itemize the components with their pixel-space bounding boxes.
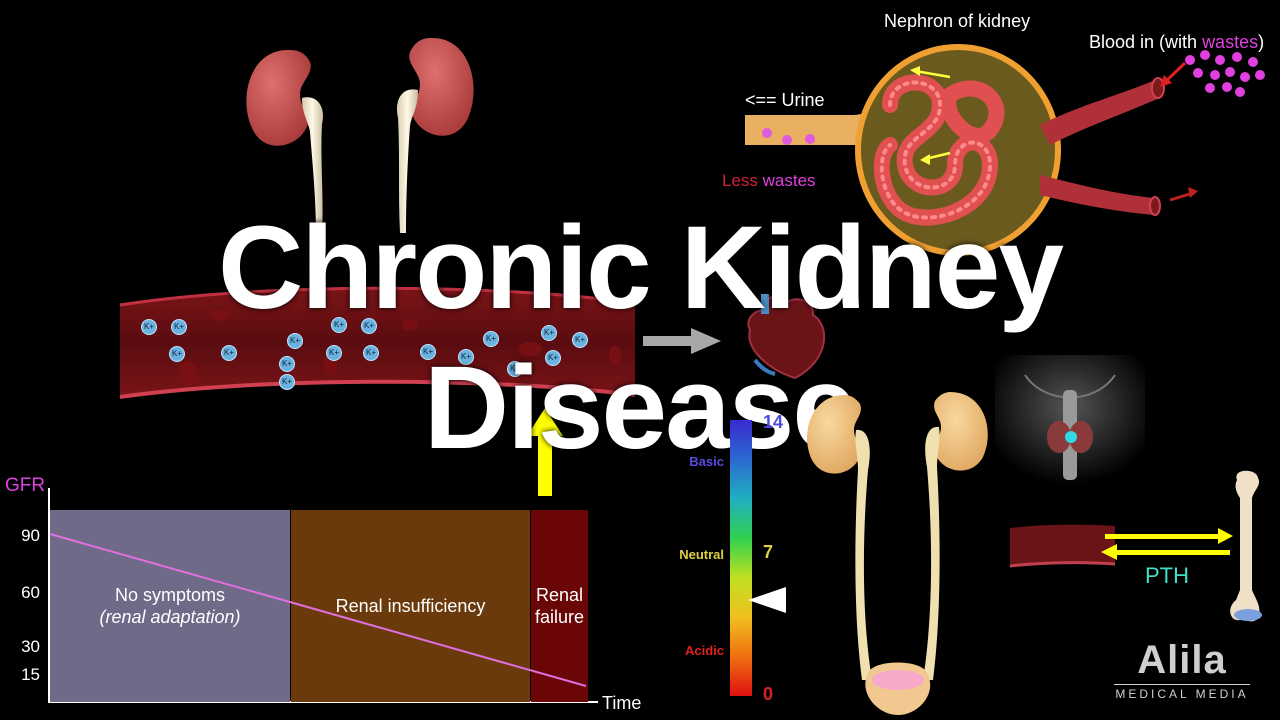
brand-name: Alila <box>1137 638 1227 682</box>
brand-logo: Alila MEDICAL MEDIA <box>1114 638 1250 701</box>
urine-label: <== Urine <box>745 90 825 110</box>
ph-label-acidic: Acidic <box>684 643 724 658</box>
brand-tagline: MEDICAL MEDIA <box>1115 687 1249 701</box>
gfr-x-axis <box>48 701 598 703</box>
kidney-icon <box>807 395 872 680</box>
blood-in-label: Blood in (with wastes) <box>1089 32 1264 53</box>
ph-value-mid: 7 <box>763 542 774 562</box>
blood-in-suffix: ) <box>1258 32 1265 52</box>
nephron-title: Nephron of kidney <box>884 11 1031 31</box>
potassium-ion: K+ <box>279 374 295 390</box>
stage-no-symptoms: No symptoms (renal adaptation) <box>50 510 290 702</box>
less-wastes-label: Less wastes <box>722 171 816 191</box>
stage-sublabel: failure <box>534 607 585 627</box>
potassium-ion: K+ <box>483 331 499 347</box>
potassium-ion: K+ <box>420 344 436 360</box>
potassium-ion: K+ <box>572 332 588 348</box>
potassium-ion: K+ <box>458 349 474 365</box>
ph-value-bottom: 0 <box>763 684 774 704</box>
ph-pointer-icon <box>748 587 786 613</box>
stage-label: No symptoms <box>114 585 226 605</box>
bone-icon <box>1230 470 1262 622</box>
potassium-ion: K+ <box>171 319 187 335</box>
potassium-ion: K+ <box>545 350 561 366</box>
potassium-ion: K+ <box>169 346 185 362</box>
less-text: Less <box>722 171 763 190</box>
potassium-ion: K+ <box>541 325 557 341</box>
gfr-decline-line <box>49 533 587 687</box>
potassium-ion: K+ <box>326 345 342 361</box>
kidney-icon <box>923 392 988 680</box>
nephron-illustration <box>745 44 1265 256</box>
thyroid-icon <box>995 355 1145 485</box>
potassium-ion: K+ <box>331 317 347 333</box>
gfr-axis-label: GFR <box>5 475 46 496</box>
potassium-ion: K+ <box>221 345 237 361</box>
gfr-y-axis <box>48 488 50 703</box>
pth-label: PTH <box>1145 563 1189 588</box>
blood-in-text: Blood in (with <box>1089 32 1203 52</box>
kidney-icon <box>396 37 474 233</box>
ph-label-basic: Basic <box>689 454 724 469</box>
gfr-tick: 30 <box>21 637 40 656</box>
kidney-icon <box>246 49 324 234</box>
heart-icon <box>747 290 826 380</box>
ph-scale-bar <box>730 420 752 696</box>
gfr-tick: 15 <box>21 665 40 684</box>
ph-label-neutral: Neutral <box>679 547 724 562</box>
bladder-icon <box>865 662 931 715</box>
stage-label: Renal <box>535 585 584 605</box>
gfr-x-label: Time <box>602 693 642 713</box>
blood-vessel-illustration <box>119 286 636 399</box>
potassium-ion: K+ <box>363 345 379 361</box>
bottom-kidneys-illustration <box>807 392 988 715</box>
top-kidneys-illustration <box>246 37 474 234</box>
potassium-ion: K+ <box>279 356 295 372</box>
stage-renal-insufficiency: Renal insufficiency <box>291 510 530 702</box>
less-wastes-word: wastes <box>762 171 816 190</box>
stage-renal-failure: Renal failure <box>531 510 588 702</box>
potassium-ion: K+ <box>361 318 377 334</box>
gfr-tick: 60 <box>21 583 40 602</box>
grey-arrow-icon <box>643 328 721 354</box>
ph-value-top: 14 <box>763 412 784 432</box>
potassium-ion: K+ <box>507 361 523 377</box>
gfr-tick: 90 <box>21 526 40 545</box>
stage-label: Renal insufficiency <box>335 596 486 616</box>
stage-sublabel: (renal adaptation) <box>99 607 241 627</box>
wastes-text: wastes <box>1202 32 1259 52</box>
pth-vessel-illustration <box>1009 524 1233 568</box>
potassium-ion: K+ <box>287 333 303 349</box>
yellow-up-arrow-icon <box>527 408 563 496</box>
main-title: Chronic Kidney Disease <box>218 202 1064 474</box>
potassium-ion: K+ <box>141 319 157 335</box>
